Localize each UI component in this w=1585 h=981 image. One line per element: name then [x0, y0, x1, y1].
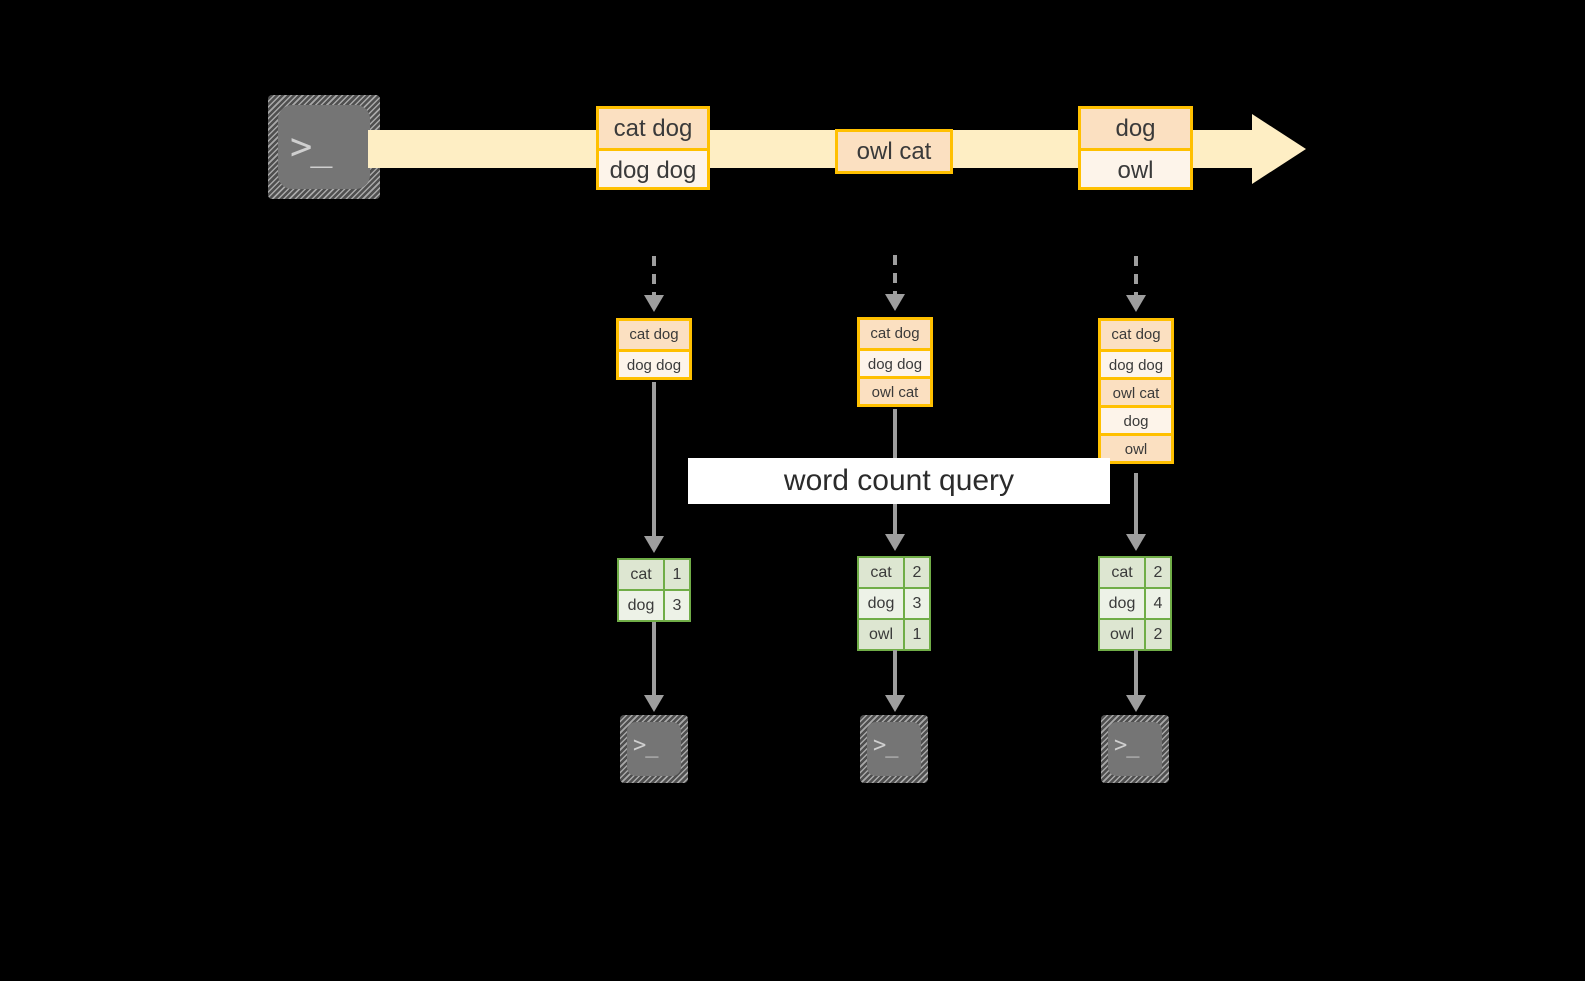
terminal-prompt-glyph: >_	[1114, 733, 1139, 758]
terminal-body	[278, 105, 370, 189]
result-word: dog	[1100, 589, 1144, 618]
result-count: 3	[663, 591, 689, 620]
result-count: 4	[1144, 589, 1170, 618]
result-count: 1	[663, 560, 689, 589]
connector-arrowhead	[885, 534, 905, 551]
stack-line: dog dog	[1101, 349, 1171, 377]
result-count: 1	[903, 620, 929, 649]
table-row: owl 2	[1100, 618, 1170, 649]
connector-arrowhead	[1126, 295, 1146, 312]
record-line: owl	[1081, 148, 1190, 187]
connector-line	[652, 622, 656, 697]
connector-arrowhead	[885, 294, 905, 311]
table-row: cat 2	[1100, 558, 1170, 587]
connector-arrowhead	[1126, 695, 1146, 712]
stream-record-2: owl cat	[835, 129, 953, 174]
table-row: dog 3	[859, 587, 929, 618]
connector-line	[652, 382, 656, 538]
record-line: owl cat	[838, 132, 950, 171]
result-table-3: cat 2 dog 4 owl 2	[1098, 556, 1172, 651]
stream-arrow-head	[1252, 114, 1306, 184]
stack-line: dog dog	[619, 349, 689, 377]
sink-terminal-icon-2: >_	[860, 715, 928, 783]
sink-terminal-icon-1: >_	[620, 715, 688, 783]
result-word: owl	[1100, 620, 1144, 649]
snapshot-input-stack-2: cat dog dog dog owl cat	[857, 317, 933, 407]
connector-line	[1134, 650, 1138, 697]
connector-line	[893, 255, 897, 297]
stack-line: owl cat	[860, 376, 930, 404]
stack-line: cat dog	[860, 320, 930, 348]
table-row: dog 4	[1100, 587, 1170, 618]
result-word: dog	[619, 591, 663, 620]
result-word: dog	[859, 589, 903, 618]
stream-record-3: dog owl	[1078, 106, 1193, 190]
connector-arrowhead	[644, 295, 664, 312]
connector-line	[1134, 473, 1138, 537]
result-count: 2	[903, 558, 929, 587]
stack-line: cat dog	[619, 321, 689, 349]
table-row: cat 2	[859, 558, 929, 587]
stack-line: owl cat	[1101, 377, 1171, 405]
connector-line	[893, 650, 897, 697]
terminal-body	[627, 722, 681, 776]
snapshot-input-stack-1: cat dog dog dog	[616, 318, 692, 380]
stack-line: dog dog	[860, 348, 930, 376]
terminal-body	[867, 722, 921, 776]
result-count: 3	[903, 589, 929, 618]
connector-line	[1134, 256, 1138, 298]
connector-arrowhead	[644, 536, 664, 553]
snapshot-input-stack-3: cat dog dog dog owl cat dog owl	[1098, 318, 1174, 464]
result-table-1: cat 1 dog 3	[617, 558, 691, 622]
connector-line	[652, 256, 656, 298]
stack-line: owl	[1101, 433, 1171, 461]
query-label: word count query	[783, 464, 1015, 497]
stack-line: dog	[1101, 405, 1171, 433]
source-terminal-icon: >_	[268, 95, 380, 199]
stack-line: cat dog	[1101, 321, 1171, 349]
record-line: dog dog	[599, 148, 707, 187]
terminal-prompt-glyph: >_	[873, 733, 898, 758]
result-table-2: cat 2 dog 3 owl 1	[857, 556, 931, 651]
table-row: owl 1	[859, 618, 929, 649]
terminal-prompt-glyph: >_	[290, 125, 333, 168]
terminal-body	[1108, 722, 1162, 776]
result-count: 2	[1144, 558, 1170, 587]
table-row: dog 3	[619, 589, 689, 620]
result-word: cat	[619, 560, 663, 589]
terminal-prompt-glyph: >_	[633, 733, 658, 758]
table-row: cat 1	[619, 560, 689, 589]
query-label-band	[688, 458, 1110, 504]
record-line: dog	[1081, 109, 1190, 148]
connector-arrowhead	[885, 695, 905, 712]
result-word: cat	[1100, 558, 1144, 587]
result-count: 2	[1144, 620, 1170, 649]
record-line: cat dog	[599, 109, 707, 148]
connector-arrowhead	[1126, 534, 1146, 551]
result-word: cat	[859, 558, 903, 587]
stream-record-1: cat dog dog dog	[596, 106, 710, 190]
connector-arrowhead	[644, 695, 664, 712]
sink-terminal-icon-3: >_	[1101, 715, 1169, 783]
result-word: owl	[859, 620, 903, 649]
